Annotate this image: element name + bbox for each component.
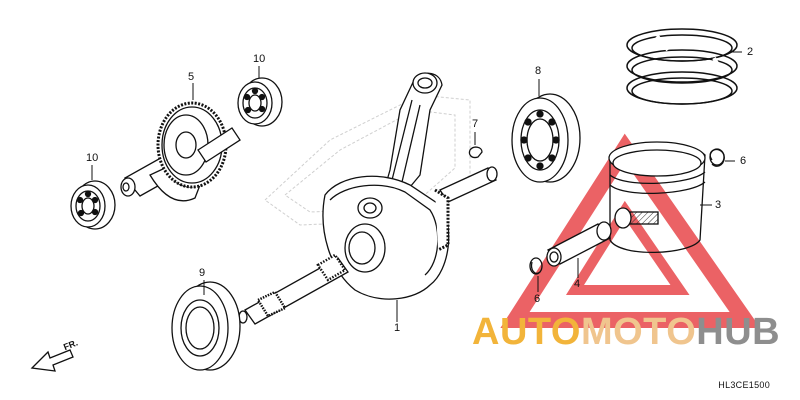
callout-6-lower: 6: [534, 293, 541, 305]
part-10-bearing-left: [70, 180, 116, 230]
callout-2: 2: [747, 46, 754, 58]
part-3-piston: [608, 141, 706, 254]
callout-4: 4: [574, 278, 581, 290]
part-10-bearing-top: [237, 77, 283, 127]
callout-1: 1: [394, 322, 401, 334]
callout-10-left: 10: [86, 152, 99, 164]
callout-3: 3: [715, 199, 722, 211]
part-5-balancer-shaft: [120, 101, 241, 202]
part-8-bearing-right: [511, 93, 581, 183]
watermark-triangle: [500, 133, 761, 328]
diagram-code: HL3CE1500: [718, 380, 770, 390]
callout-7: 7: [472, 118, 479, 130]
callout-5: 5: [188, 71, 195, 83]
watermark-part-3: HUB: [696, 311, 781, 353]
part-2-piston-rings: [626, 28, 738, 105]
part-1-crankshaft: [238, 72, 498, 325]
callout-10-top: 10: [253, 53, 266, 65]
part-9-oil-seal: [171, 281, 241, 371]
callout-9: 9: [199, 267, 206, 279]
callout-8: 8: [535, 65, 542, 77]
part-6-clip-lower: [529, 257, 543, 275]
watermark-wordmark: AUTOMOTOHUB: [472, 313, 780, 351]
part-6-clip-upper: [709, 148, 725, 167]
part-4-piston-pin: [546, 221, 612, 267]
watermark-part-2: MOTO: [580, 311, 697, 353]
watermark-part-1: AUTO: [472, 311, 581, 353]
callout-6-upper: 6: [740, 155, 747, 167]
part-7-key: [468, 146, 483, 159]
front-direction-arrow: [30, 349, 74, 372]
